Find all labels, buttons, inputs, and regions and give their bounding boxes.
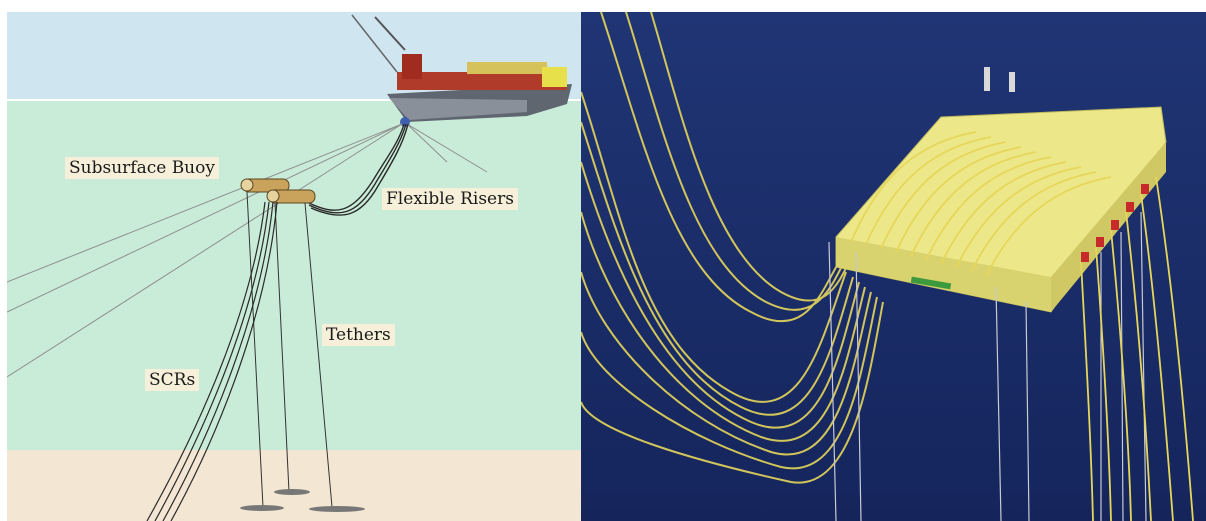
subsurface-buoy-label: Subsurface Buoy [65,157,219,179]
lifting-points [984,67,1015,92]
schematic-illustration [7,12,581,521]
riser-connectors [1081,184,1149,262]
sea [7,100,581,450]
scrs-label: SCRs [145,369,200,391]
scr-lines [146,201,278,521]
tether-lines [246,191,333,508]
riser-lines-top [850,131,1112,277]
tethers-label: Tethers [322,324,395,346]
seabed [7,450,581,521]
fpso-vessel [351,14,572,127]
riser-lines-left [581,12,884,484]
tether-lines [828,211,1147,521]
flexible-riser-lines [306,123,409,216]
riser-lines-right [1080,176,1194,521]
flexible-risers-label: Flexible Risers [382,188,518,210]
mooring-lines [7,123,488,378]
buoy-render-illustration [581,12,1206,521]
buoy-render-panel [581,12,1206,521]
schematic-panel: Subsurface Buoy Flexible Risers Tethers … [7,12,581,521]
subsurface-buoy-shape [240,178,316,204]
seabed-anchors [240,489,365,512]
